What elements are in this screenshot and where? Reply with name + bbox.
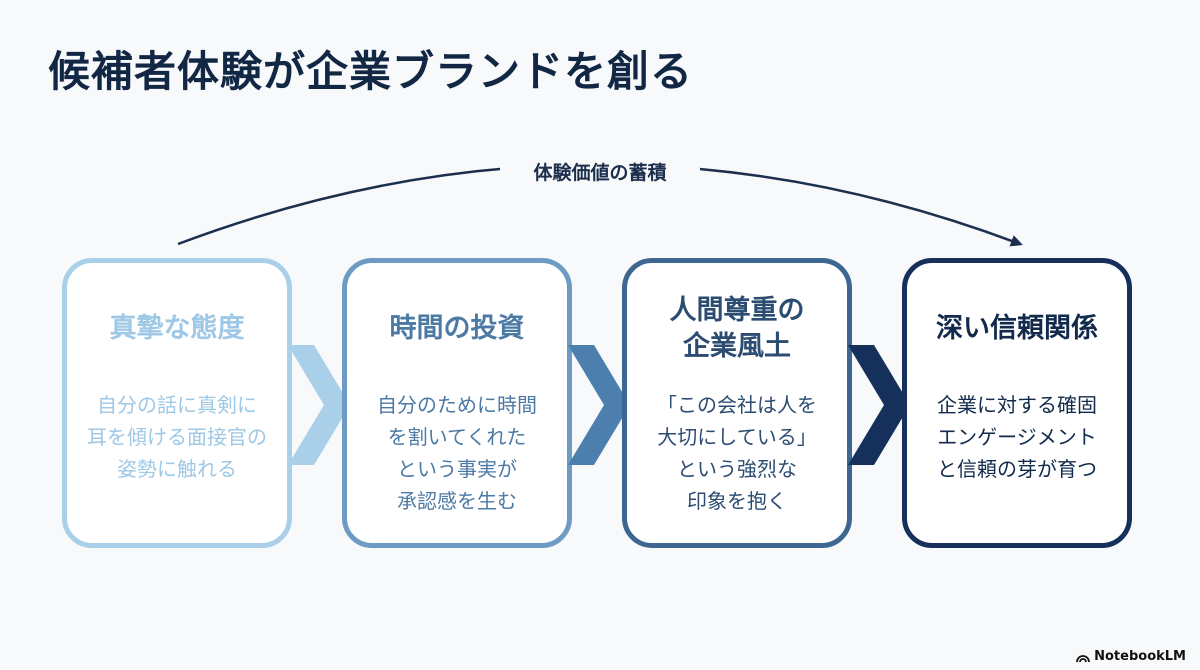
card-body-line: 耳を傾ける面接官の xyxy=(87,425,267,449)
notebooklm-watermark: NotebookLM xyxy=(1076,649,1186,664)
card-body-line: と信頼の芽が育つ xyxy=(937,457,1097,481)
card-body: 自分のために時間 を割いてくれた という事実が 承認感を生む xyxy=(369,389,545,517)
card-body-line: 承認感を生む xyxy=(397,489,517,513)
card-title: 深い信頼関係 xyxy=(936,312,1098,344)
chevron-right-icon xyxy=(568,345,630,465)
card-body-line: という強烈な xyxy=(677,457,797,481)
card-body-line: 自分の話に真剣に xyxy=(97,393,257,417)
card-body-line: 企業に対する確固 xyxy=(937,393,1097,417)
step-card-respect-culture: 人間尊重の 企業風土 「この会社は人を 大切にしている」 という強烈な 印象を抱… xyxy=(622,258,852,548)
step-card-sincere-attitude: 真摯な態度 自分の話に真剣に 耳を傾ける面接官の 姿勢に触れる xyxy=(62,258,292,548)
card-title-line: 人間尊重の xyxy=(669,294,805,326)
chevron-right-icon xyxy=(848,345,910,465)
card-body: 「この会社は人を 大切にしている」 という強烈な 印象を抱く xyxy=(649,389,825,517)
page-title: 候補者体験が企業ブランドを創る xyxy=(48,47,694,96)
notebooklm-logo-icon xyxy=(1076,654,1091,662)
card-body: 企業に対する確固 エンゲージメント と信頼の芽が育つ xyxy=(929,389,1105,485)
card-title: 時間の投資 xyxy=(389,312,525,344)
arc-label: 体験価値の蓄積 xyxy=(500,158,700,185)
chevron-right-icon xyxy=(288,345,350,465)
card-title-line: 企業風土 xyxy=(683,331,791,362)
card-title: 人間尊重の 企業風土 xyxy=(660,283,815,375)
card-title: 真摯な態度 xyxy=(109,312,245,344)
card-body-line: 自分のために時間 xyxy=(377,393,537,417)
card-body-line: 大切にしている」 xyxy=(657,425,817,449)
footer-text: NotebookLM xyxy=(1094,649,1186,664)
step-card-deep-trust: 深い信頼関係 企業に対する確固 エンゲージメント と信頼の芽が育つ xyxy=(902,258,1132,548)
step-card-time-investment: 時間の投資 自分のために時間 を割いてくれた という事実が 承認感を生む xyxy=(342,258,572,548)
card-body-line: 姿勢に触れる xyxy=(117,457,237,481)
card-body-line: 「この会社は人を xyxy=(657,393,817,417)
card-body-line: という事実が xyxy=(397,457,517,481)
card-body-line: 印象を抱く xyxy=(687,489,787,513)
card-body: 自分の話に真剣に 耳を傾ける面接官の 姿勢に触れる xyxy=(79,389,275,485)
card-body-line: エンゲージメント xyxy=(937,425,1097,449)
card-body-line: を割いてくれた xyxy=(387,425,527,449)
